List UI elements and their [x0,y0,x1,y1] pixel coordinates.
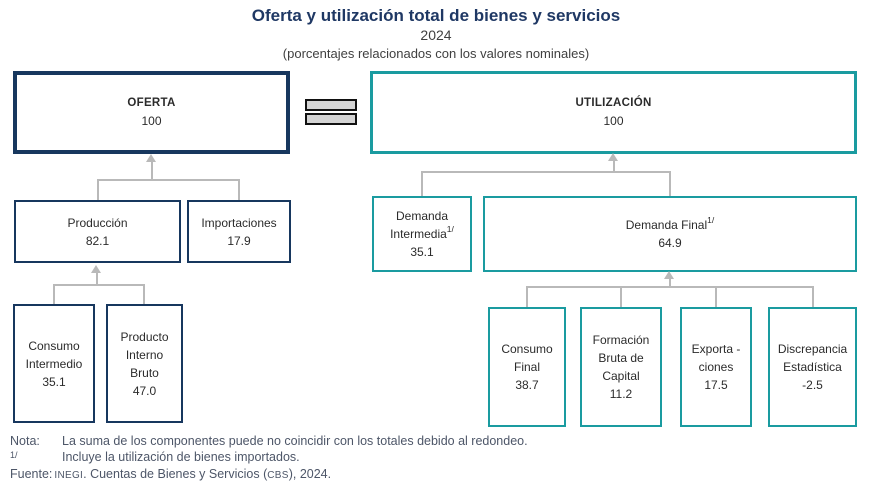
box-demanda-final-label: Demanda Final1/ [626,216,714,234]
connector-line [97,179,240,181]
figure-year: 2024 [420,27,452,44]
footnote-marker: 1/ [10,449,62,466]
connector-line [151,161,153,181]
box-formacion-bruta-capital-value: 11.2 [609,387,633,401]
box-discrepancia-estadistica-value: -2.5 [802,378,823,392]
note-text: La suma de los componentes puede no coin… [62,434,528,448]
box-utilizacion-label: UTILIZACIÓN [575,96,652,109]
box-consumo-intermedio: Consumo Intermedio 35.1 [13,304,95,423]
connector-line [97,179,99,200]
equals-bar-top [305,99,357,111]
connector-line [613,160,615,173]
note-label: Nota: [10,434,40,448]
connector-line [53,284,145,286]
source-cbs: CBS [267,470,289,481]
box-exportaciones-value: 17.5 [704,378,728,392]
connector-line [96,272,98,286]
box-exportaciones-label: Exporta - ciones [691,342,741,374]
connector-line [421,171,671,173]
connector-line [669,171,671,196]
connector-line [526,286,814,288]
box-demanda-intermedia-label: Demanda Intermedia1/ [376,207,468,243]
box-importaciones: Importaciones 17.9 [187,200,291,263]
connector-line [715,286,717,307]
box-produccion-label: Producción [67,215,128,230]
box-formacion-bruta-capital-label: Formación Bruta de Capital [592,333,650,383]
box-consumo-intermedio-value: 35.1 [42,374,66,389]
box-formacion-bruta-capital: Formación Bruta de Capital 11.2 [580,307,662,427]
page-title: Oferta y utilización total de bienes y s… [251,6,621,25]
box-demanda-final: Demanda Final1/ 64.9 [483,196,857,272]
title-block: Oferta y utilización total de bienes y s… [0,5,872,62]
box-demanda-final-value: 64.9 [658,236,682,250]
footnote-text: Incluye la utilización de bienes importa… [62,450,300,464]
source-row: Fuente:INEGI. Cuentas de Bienes y Servic… [10,466,862,484]
source-inegi: INEGI [54,470,84,481]
box-demanda-intermedia-value: 35.1 [410,245,434,259]
box-consumo-final: Consumo Final 38.7 [488,307,566,427]
box-produccion: Producción 82.1 [14,200,181,263]
figure-subtitle: (porcentajes relacionados con los valore… [282,46,590,62]
arrow-up-icon [146,154,156,162]
box-oferta-label: OFERTA [127,96,176,109]
equals-icon [305,99,357,125]
equals-bar-bottom [305,113,357,125]
source-label: Fuente: [10,467,53,481]
box-importaciones-label: Importaciones [201,215,277,230]
source-text-end: ), 2024. [288,467,332,481]
connector-line [620,286,622,307]
box-exportaciones: Exporta - ciones 17.5 [680,307,752,427]
footnote-superscript: 1/ [707,215,715,225]
box-oferta: OFERTA 100 [13,71,290,154]
connector-line [526,286,528,307]
box-consumo-intermedio-label: Consumo Intermedio [25,338,83,371]
box-consumo-final-value: 38.7 [515,378,539,392]
connector-line [421,171,423,196]
box-consumo-final-label: Consumo Final [501,342,553,374]
footnote-superscript: 1/ [446,224,454,234]
connector-line [812,286,814,307]
box-discrepancia-estadistica: Discrepancia Estadística -2.5 [768,307,857,427]
connector-line [143,284,145,304]
footnote-row: 1/ Incluye la utilización de bienes impo… [10,449,862,466]
box-oferta-value: 100 [141,114,162,129]
connector-line [669,278,671,288]
box-utilizacion-value: 100 [603,114,624,129]
box-producto-interno-bruto: Producto Interno Bruto 47.0 [106,304,183,423]
note-row: Nota: La suma de los componentes puede n… [10,433,862,449]
box-producto-interno-bruto-value: 47.0 [132,383,157,398]
box-demanda-intermedia-text: Demanda Intermedia [390,209,449,241]
arrow-up-icon [608,153,618,161]
box-produccion-value: 82.1 [85,233,110,248]
box-utilizacion: UTILIZACIÓN 100 [370,71,857,154]
arrow-up-icon [91,265,101,273]
connector-line [238,179,240,200]
box-importaciones-value: 17.9 [227,233,251,248]
box-discrepancia-estadistica-label: Discrepancia Estadística [777,342,848,374]
box-producto-interno-bruto-label: Producto Interno Bruto [120,329,169,380]
arrow-up-icon [664,271,674,279]
connector-line [53,284,55,304]
footnote-marker-text: 1/ [10,450,18,460]
box-demanda-intermedia: Demanda Intermedia1/ 35.1 [372,196,472,272]
box-demanda-final-text: Demanda Final [625,218,708,232]
source-text-mid: . Cuentas de Bienes y Servicios ( [83,467,268,481]
notes-block: Nota: La suma de los componentes puede n… [10,433,862,484]
